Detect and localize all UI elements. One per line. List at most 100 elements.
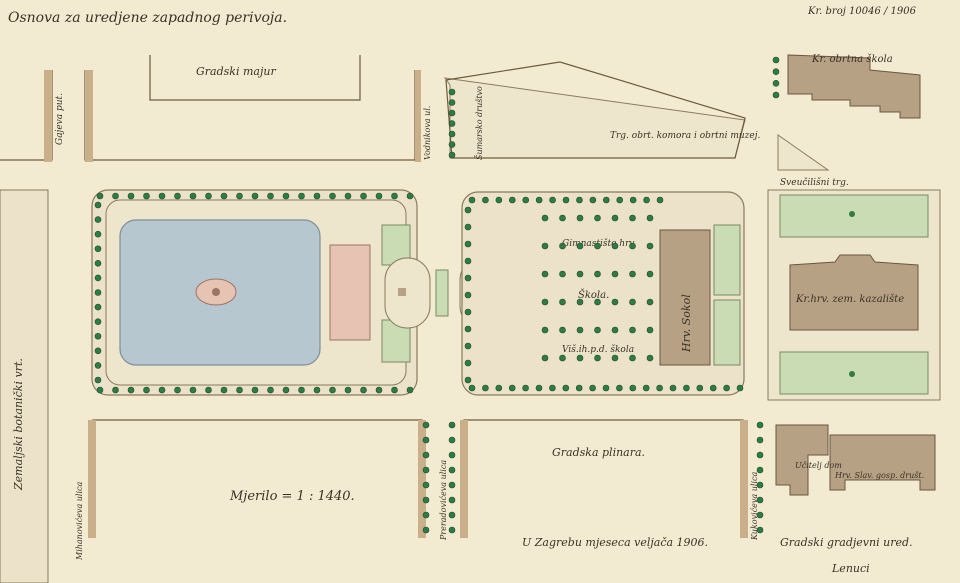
- tree: [482, 384, 489, 392]
- tree: [594, 242, 601, 250]
- tree: [646, 214, 654, 222]
- tree: [422, 511, 430, 519]
- tree: [464, 308, 472, 316]
- tree: [629, 326, 636, 334]
- office-label: Gradski gradjevni ured.: [780, 536, 913, 549]
- label-trg-komora: Trg. obrt. komora i obrtni muzej.: [610, 131, 761, 141]
- tree: [508, 384, 516, 392]
- tree: [448, 120, 456, 127]
- tree: [589, 196, 597, 204]
- tree: [464, 291, 472, 299]
- curb-top-mid: [85, 70, 93, 162]
- tree: [772, 91, 780, 99]
- label-zemaljski-vrt: Zemaljski botanički vrt.: [12, 358, 25, 491]
- label-vis-skola: Viš.ih.p.d. škola: [562, 344, 634, 355]
- tree: [736, 384, 744, 392]
- tree: [267, 386, 274, 394]
- tree: [683, 384, 690, 392]
- map-title: Osnova za uredjene zapadnog perivoja.: [8, 10, 287, 26]
- tree: [611, 270, 619, 278]
- fountain-center: [212, 288, 220, 296]
- tree: [375, 386, 383, 394]
- tree: [646, 242, 654, 250]
- tree: [535, 196, 543, 204]
- tree: [448, 496, 456, 504]
- label-kazaliste: Kr.hrv. zem. kazalište: [795, 294, 904, 305]
- tree: [669, 384, 677, 392]
- tree: [236, 192, 243, 200]
- tree: [94, 289, 102, 296]
- tree: [559, 270, 566, 278]
- lawn-sokol-b: [713, 299, 741, 366]
- tree: [448, 526, 456, 534]
- tree: [94, 362, 102, 369]
- tree: [189, 192, 197, 200]
- tree: [646, 270, 654, 278]
- tree: [94, 318, 102, 325]
- tree: [696, 384, 704, 392]
- ring-path-west: [384, 257, 431, 329]
- tree: [94, 230, 102, 238]
- tree: [629, 214, 636, 222]
- tree: [174, 192, 181, 200]
- tree: [313, 386, 321, 394]
- tree: [772, 56, 780, 64]
- tree: [344, 386, 352, 394]
- tree: [535, 384, 543, 392]
- tree: [174, 386, 181, 394]
- signature: Lenuci: [831, 562, 870, 575]
- tree: [464, 325, 472, 333]
- tree: [94, 303, 102, 311]
- tree: [576, 354, 584, 362]
- tree: [464, 223, 472, 231]
- label-ucitelj-dom: Učitelj dom: [795, 461, 842, 470]
- gradski-majur-block: [149, 55, 361, 101]
- tree: [189, 386, 197, 394]
- tree: [549, 384, 556, 392]
- tree: [422, 421, 430, 429]
- tree: [251, 192, 259, 200]
- curb-bottom-mid: [418, 420, 426, 538]
- tree: [468, 384, 476, 392]
- tree: [344, 192, 352, 200]
- tree: [772, 68, 780, 75]
- tree: [112, 386, 119, 394]
- tree: [422, 496, 430, 504]
- tree: [611, 354, 619, 362]
- tree: [391, 386, 398, 394]
- tree: [646, 298, 654, 306]
- tree: [448, 130, 456, 138]
- fountain-south-marker: [849, 371, 855, 377]
- tree: [94, 245, 102, 253]
- tree: [756, 526, 764, 534]
- tree: [575, 384, 583, 392]
- tree: [629, 242, 636, 250]
- tree: [541, 242, 549, 250]
- botanical-garden-edge: [0, 189, 49, 583]
- tree: [448, 511, 456, 519]
- obrtna-skola-building: [787, 54, 921, 119]
- tree: [96, 192, 104, 200]
- tree: [611, 242, 619, 250]
- tree: [448, 141, 456, 148]
- label-gradski-majur: Gradski majur: [196, 65, 276, 78]
- tree: [205, 386, 212, 394]
- tree: [127, 192, 135, 200]
- tree: [508, 196, 516, 204]
- tree: [709, 384, 717, 392]
- marker-west: [398, 288, 406, 296]
- tree: [94, 332, 102, 340]
- tree: [406, 386, 414, 394]
- tree: [464, 359, 472, 367]
- tree: [629, 196, 637, 204]
- tree: [375, 192, 383, 200]
- tree: [329, 386, 336, 394]
- pavilion: [329, 244, 371, 341]
- tree: [629, 384, 637, 392]
- tree: [158, 192, 166, 200]
- tree: [576, 214, 584, 222]
- tree: [448, 99, 456, 106]
- tree: [448, 436, 456, 444]
- tree: [616, 196, 624, 204]
